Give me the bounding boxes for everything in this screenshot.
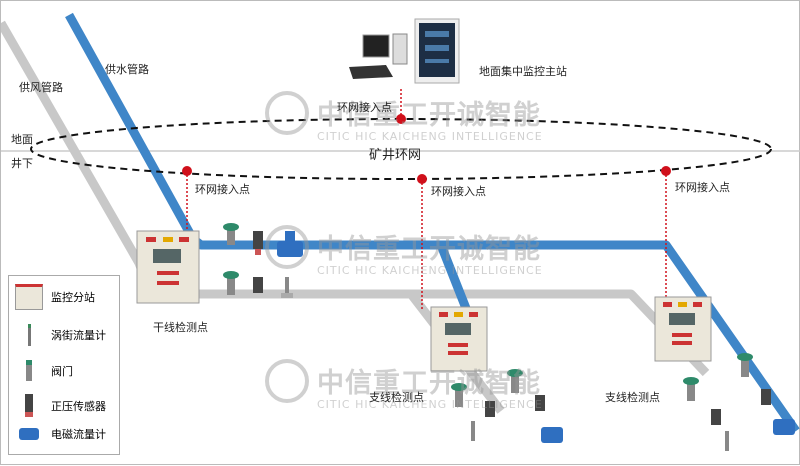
master-station-label: 地面集中监控主站 (479, 65, 567, 78)
access-point-label: 环网接入点 (195, 183, 250, 196)
computer-icon (349, 33, 408, 79)
ring-network-label: 矿井环网 (369, 148, 422, 163)
valve-icon (683, 377, 699, 401)
pressure-sensor-icon (761, 389, 771, 405)
pressure-sensor-icon (535, 395, 545, 411)
air-pipe-label: 供风管路 (19, 81, 63, 94)
access-point-dot (417, 174, 427, 184)
valve-icon (507, 369, 523, 393)
pressure-sensor-icon (485, 401, 495, 417)
legend-item: 阀门 (15, 360, 73, 381)
water-pipe-label: 供水管路 (105, 63, 149, 76)
surface-label: 地面 (11, 133, 33, 146)
monitoring-substation-icon (15, 284, 43, 310)
vortex-flowmeter-icon (471, 421, 475, 441)
valve-icon (737, 353, 753, 377)
pressure-sensor-icon (15, 394, 43, 417)
branch-point-label: 支线检测点 (369, 391, 424, 404)
legend-item: 涡街流量计 (15, 324, 106, 346)
valve-icon (223, 223, 239, 245)
pressure-sensor-icon (711, 409, 721, 425)
legend: 监控分站 涡街流量计 阀门 正压传感器 电磁流量计 (8, 275, 120, 455)
server-cabinet-icon (414, 18, 460, 84)
pressure-sensor-icon (253, 277, 263, 293)
trunk-point-label: 干线检测点 (153, 321, 208, 334)
vortex-flowmeter-icon (15, 324, 43, 346)
valve-icon (223, 271, 239, 295)
access-point-label: 环网接入点 (337, 101, 392, 114)
legend-item: 监控分站 (15, 284, 95, 310)
electromagnetic-flowmeter-icon (541, 427, 563, 443)
electromagnetic-flowmeter-icon (773, 419, 795, 435)
substation-branch-2 (654, 296, 712, 362)
electromagnetic-flowmeter-icon (15, 428, 43, 440)
instruments (223, 223, 795, 451)
underground-label: 井下 (11, 157, 33, 170)
valve-icon (15, 360, 43, 381)
company-logo-icon (265, 359, 309, 403)
access-point-dot (182, 166, 192, 176)
vortex-flowmeter-icon (281, 277, 293, 298)
valve-icon (451, 383, 467, 407)
vortex-flowmeter-icon (725, 431, 729, 451)
branch-point-label: 支线检测点 (605, 391, 660, 404)
company-logo-icon (265, 225, 309, 269)
access-point-dot (661, 166, 671, 176)
access-point-dot (396, 114, 406, 124)
legend-item: 电磁流量计 (15, 426, 106, 442)
substation-trunk (136, 230, 200, 304)
access-point-label: 环网接入点 (675, 181, 730, 194)
company-logo-icon (265, 91, 309, 135)
access-point-label: 环网接入点 (431, 185, 486, 198)
substation-branch-1 (430, 306, 488, 372)
pressure-sensor-icon (253, 231, 263, 255)
legend-item: 正压传感器 (15, 394, 106, 417)
